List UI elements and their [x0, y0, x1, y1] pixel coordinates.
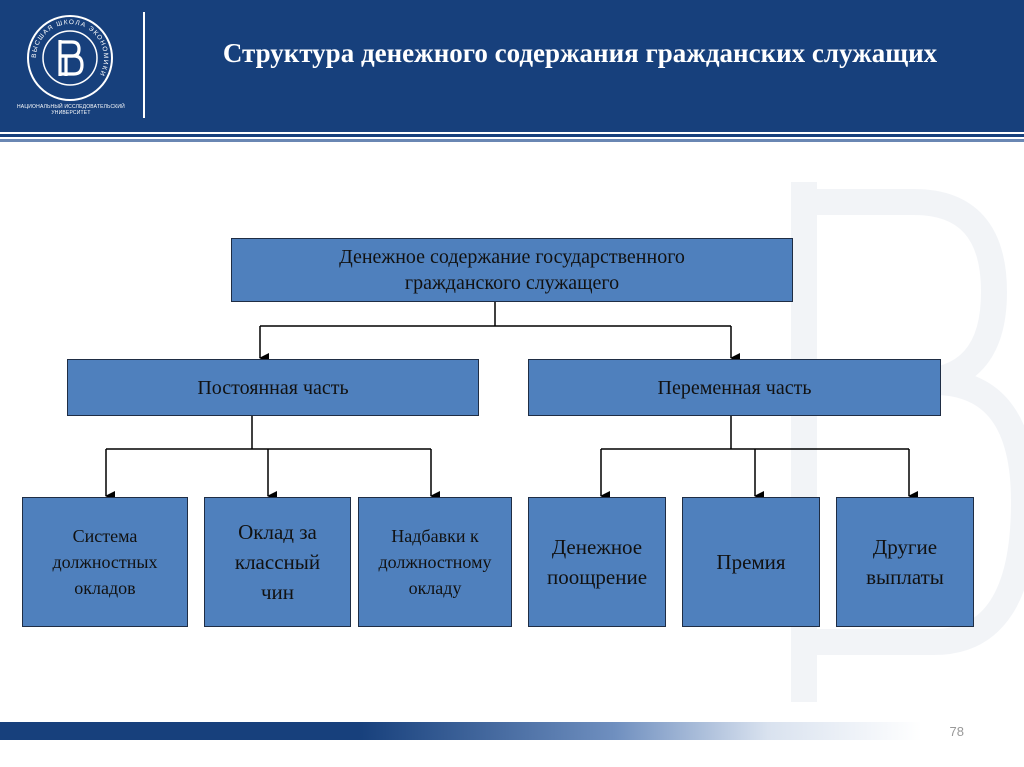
other-payments-line2: выплаты: [866, 565, 944, 589]
header-stripe: [0, 132, 1024, 142]
bonus-node: Премия: [682, 497, 820, 627]
slide-title: Структура денежного содержания гражданск…: [222, 38, 938, 68]
root-node-line1: Денежное содержание государственного: [339, 246, 685, 268]
allowances-node: Надбавки к должностному окладу: [358, 497, 512, 627]
variable-part-node: Переменная часть: [528, 359, 941, 416]
logo-ring-text: ВЫСШАЯ ШКОЛА ЭКОНОМИКИ: [31, 19, 108, 78]
page-number: 78: [949, 724, 964, 739]
monetary-incentive-line2: поощрение: [546, 565, 648, 589]
footer-bar: [0, 722, 1024, 740]
other-payments-node: Другие выплаты: [836, 497, 974, 627]
header-divider: [143, 12, 145, 118]
watermark-logo: [791, 182, 1024, 702]
salary-system-line2: должностных: [52, 552, 158, 572]
monetary-incentive-node: Денежное поощрение: [528, 497, 666, 627]
logo-monogram-icon: [58, 40, 84, 76]
slide-header: [0, 0, 1024, 132]
monetary-incentive-line1: Денежное: [551, 535, 643, 559]
constant-part-node: Постоянная часть: [67, 359, 479, 416]
salary-system-line3: окладов: [74, 578, 136, 598]
variable-part-label: Переменная часть: [657, 376, 812, 399]
salary-system-line1: Система: [72, 526, 138, 546]
bonus-line1: Премия: [716, 550, 786, 574]
class-rank-salary-node: Оклад за классный чин: [204, 497, 351, 627]
root-node: Денежное содержание государственного гра…: [231, 238, 793, 302]
other-payments-line1: Другие: [872, 535, 938, 559]
allowances-line1: Надбавки к: [391, 526, 479, 546]
salary-system-node: Система должностных окладов: [22, 497, 188, 627]
class-rank-line3: чин: [260, 580, 295, 604]
constant-part-label: Постоянная часть: [197, 376, 349, 399]
allowances-line3: окладу: [408, 578, 462, 598]
allowances-line2: должностному: [378, 552, 492, 572]
university-logo: ВЫСШАЯ ШКОЛА ЭКОНОМИКИ: [27, 15, 113, 101]
root-node-line2: гражданского служащего: [404, 272, 620, 294]
class-rank-line1: Оклад за: [238, 520, 317, 544]
logo-caption-line1: НАЦИОНАЛЬНЫЙ ИССЛЕДОВАТЕЛЬСКИЙ: [17, 104, 125, 110]
logo-caption-line2: УНИВЕРСИТЕТ: [51, 110, 91, 116]
svg-text:ВЫСШАЯ ШКОЛА ЭКОНОМИКИ: ВЫСШАЯ ШКОЛА ЭКОНОМИКИ: [31, 19, 109, 78]
logo-caption: НАЦИОНАЛЬНЫЙ ИССЛЕДОВАТЕЛЬСКИЙ УНИВЕРСИТ…: [16, 104, 126, 116]
class-rank-line2: классный: [234, 550, 321, 574]
